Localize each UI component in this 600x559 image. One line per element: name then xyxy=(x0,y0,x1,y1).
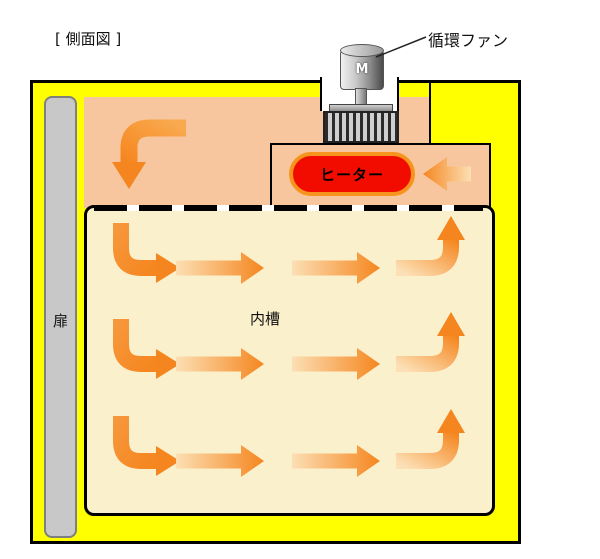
door xyxy=(44,96,77,538)
inner-chamber xyxy=(84,205,495,516)
inner-chamber-label: 内槽 xyxy=(250,310,281,328)
fan-duct-right-border xyxy=(397,77,399,111)
heater-compartment-top-border xyxy=(270,143,491,145)
motor-top-icon xyxy=(340,44,384,57)
fan-duct-left-border xyxy=(320,77,322,111)
circulation-fan-label: 循環ファン xyxy=(428,31,509,50)
heater-label: ヒーター xyxy=(319,165,384,184)
heater-compartment-left-border xyxy=(270,143,272,208)
fan-blades-icon xyxy=(323,111,399,143)
heater-compartment-right-border xyxy=(489,143,491,208)
plenum-right-border xyxy=(429,80,431,145)
door-label: 扉 xyxy=(52,312,68,330)
diagram-title: [ 側面図 ] xyxy=(55,30,122,48)
heater: ヒーター xyxy=(289,152,415,196)
motor-label: M xyxy=(355,62,369,77)
perforated-plate-dashed-line xyxy=(94,205,483,211)
